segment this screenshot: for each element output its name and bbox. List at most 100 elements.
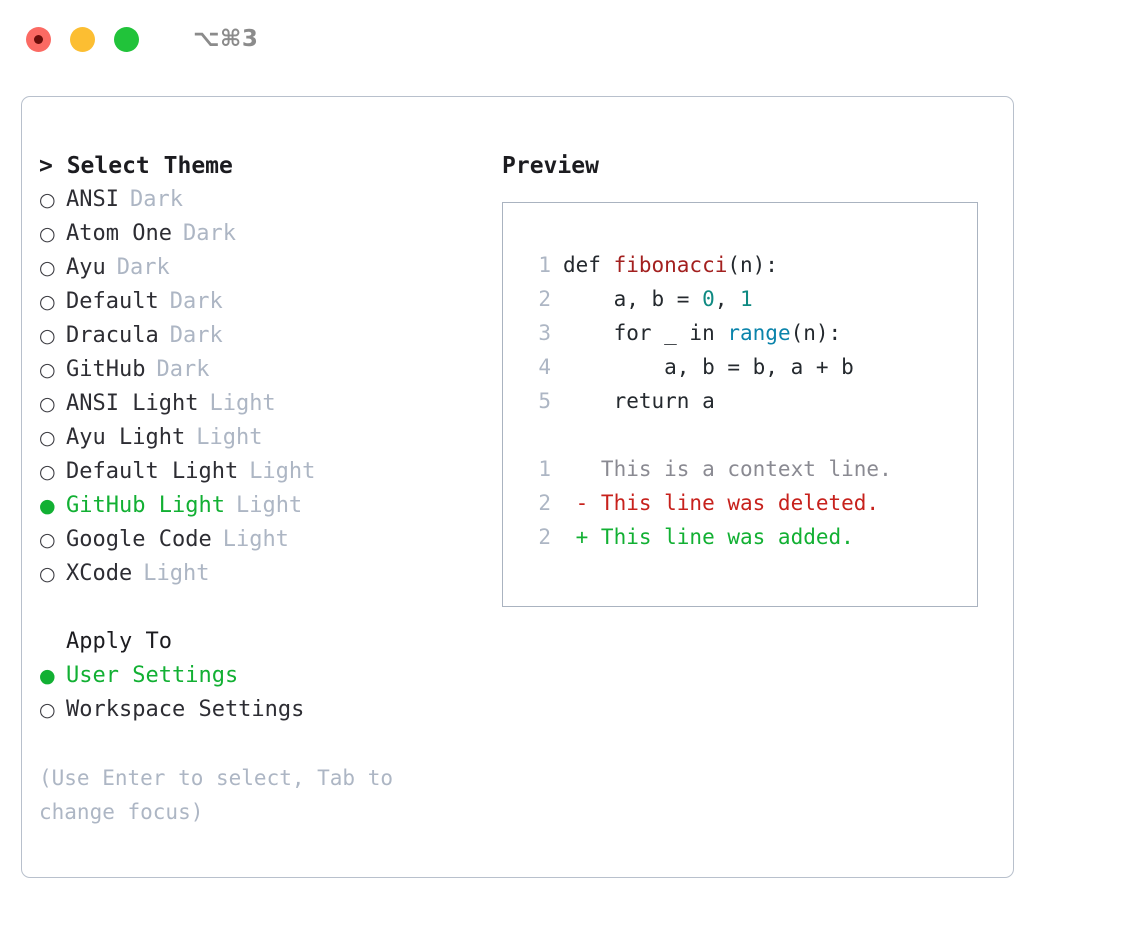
- theme-option-label: Dracula: [66, 323, 159, 348]
- radio-unselected-icon: ○: [39, 563, 56, 585]
- select-theme-heading: > Select Theme: [39, 153, 233, 179]
- apply-to-option-label: Workspace Settings: [66, 697, 305, 722]
- keyboard-shortcut-label: ⌥⌘3: [193, 26, 259, 52]
- code-line-number: 2: [538, 287, 551, 311]
- code-token: (n):: [727, 253, 778, 277]
- radio-unselected-icon: ○: [39, 461, 56, 483]
- code-line-number: 2: [538, 525, 551, 549]
- theme-option-5[interactable]: ○ GitHub Dark: [39, 353, 484, 387]
- code-line: 1 This is a context line.: [521, 452, 977, 486]
- preview-heading: Preview: [502, 153, 599, 179]
- code-token: ,: [714, 287, 741, 311]
- minimize-button[interactable]: [70, 26, 95, 52]
- code-line-number: 4: [538, 355, 551, 379]
- theme-option-1[interactable]: ○ Atom One Dark: [39, 217, 484, 251]
- code-token: (n):: [790, 321, 842, 345]
- theme-variant-tag: Dark: [116, 255, 170, 280]
- theme-variant-tag: Light: [143, 561, 210, 586]
- radio-unselected-icon: ○: [39, 223, 56, 245]
- close-button[interactable]: [26, 26, 51, 52]
- apply-to-option-0[interactable]: ● User Settings: [39, 659, 484, 693]
- theme-option-label: ANSI Light: [66, 391, 199, 416]
- code-line-number: 3: [538, 321, 551, 345]
- code-line: 1 def fibonacci(n):: [521, 248, 977, 282]
- code-token: range: [727, 321, 791, 345]
- window-titlebar: ⌥⌘3: [0, 0, 1140, 78]
- theme-option-label: Default Light: [66, 459, 239, 484]
- code-line: 4 a, b = b, a + b: [521, 350, 977, 384]
- theme-variant-tag: Dark: [156, 357, 210, 382]
- code-line-number: 5: [538, 389, 551, 413]
- code-token: 0: [702, 287, 715, 311]
- code-token: for _ in: [563, 321, 728, 345]
- theme-option-0[interactable]: ○ ANSI Dark: [39, 183, 484, 217]
- radio-selected-icon: ●: [39, 665, 56, 687]
- keyboard-hint-text: (Use Enter to select, Tab to change focu…: [39, 766, 406, 824]
- code-line: 3 for _ in range(n):: [521, 316, 977, 350]
- theme-variant-tag: Light: [235, 493, 303, 518]
- code-token: This is a context line.: [563, 457, 892, 481]
- radio-unselected-icon: ○: [39, 699, 56, 721]
- theme-option-6[interactable]: ○ ANSI Light Light: [39, 387, 484, 421]
- code-token: def: [563, 253, 614, 277]
- code-line-number: 1: [538, 457, 551, 481]
- theme-option-label: GitHub Light: [66, 493, 225, 518]
- theme-variant-tag: Light: [222, 527, 289, 552]
- code-token: - This line was deleted.: [563, 491, 880, 515]
- theme-option-3[interactable]: ○ Default Dark: [39, 285, 484, 319]
- theme-variant-tag: Dark: [182, 221, 236, 246]
- radio-unselected-icon: ○: [39, 427, 56, 449]
- radio-selected-icon: ●: [39, 495, 56, 517]
- theme-variant-tag: Light: [209, 391, 276, 416]
- theme-option-4[interactable]: ○ Dracula Dark: [39, 319, 484, 353]
- code-line-number: 1: [538, 253, 551, 277]
- radio-unselected-icon: ○: [39, 257, 56, 279]
- radio-unselected-icon: ○: [39, 189, 56, 211]
- theme-option-label: Ayu: [66, 255, 106, 280]
- theme-variant-tag: Dark: [169, 289, 223, 314]
- code-blank-line: [521, 418, 977, 452]
- radio-unselected-icon: ○: [39, 393, 56, 415]
- theme-option-11[interactable]: ○ XCode Light: [39, 557, 484, 591]
- code-line: 5 return a: [521, 384, 977, 418]
- code-token: a, b =: [563, 287, 703, 311]
- code-token: return a: [563, 389, 715, 413]
- maximize-button[interactable]: [114, 26, 139, 52]
- apply-to-option-1[interactable]: ○ Workspace Settings: [39, 693, 484, 727]
- code-token: + This line was added.: [563, 525, 854, 549]
- theme-option-9[interactable]: ● GitHub Light Light: [39, 489, 484, 523]
- theme-option-2[interactable]: ○ Ayu Dark: [39, 251, 484, 285]
- apply-to-option-list[interactable]: ● User Settings ○ Workspace Settings: [39, 659, 484, 727]
- radio-unselected-icon: ○: [39, 359, 56, 381]
- code-token: 1: [740, 287, 753, 311]
- code-line-number: 2: [538, 491, 551, 515]
- radio-unselected-icon: ○: [39, 325, 56, 347]
- code-token: fibonacci: [613, 253, 728, 277]
- theme-option-label: XCode: [66, 561, 133, 586]
- theme-option-label: ANSI: [66, 187, 119, 212]
- apply-to-option-label: User Settings: [66, 663, 239, 688]
- theme-option-label: Atom One: [66, 221, 172, 246]
- theme-option-label: Default: [66, 289, 159, 314]
- radio-unselected-icon: ○: [39, 529, 56, 551]
- spacer: [39, 591, 484, 625]
- theme-variant-tag: Dark: [169, 323, 223, 348]
- code-token: a, b = b, a + b: [563, 355, 854, 379]
- window-controls: [26, 26, 139, 52]
- theme-option-label: GitHub: [66, 357, 146, 382]
- code-line: 2 a, b = 0, 1: [521, 282, 977, 316]
- apply-to-heading: Apply To: [66, 629, 172, 654]
- code-line: 2 - This line was deleted.: [521, 486, 977, 520]
- theme-variant-tag: Dark: [129, 187, 183, 212]
- radio-unselected-icon: ○: [39, 291, 56, 313]
- theme-option-label: Ayu Light: [66, 425, 186, 450]
